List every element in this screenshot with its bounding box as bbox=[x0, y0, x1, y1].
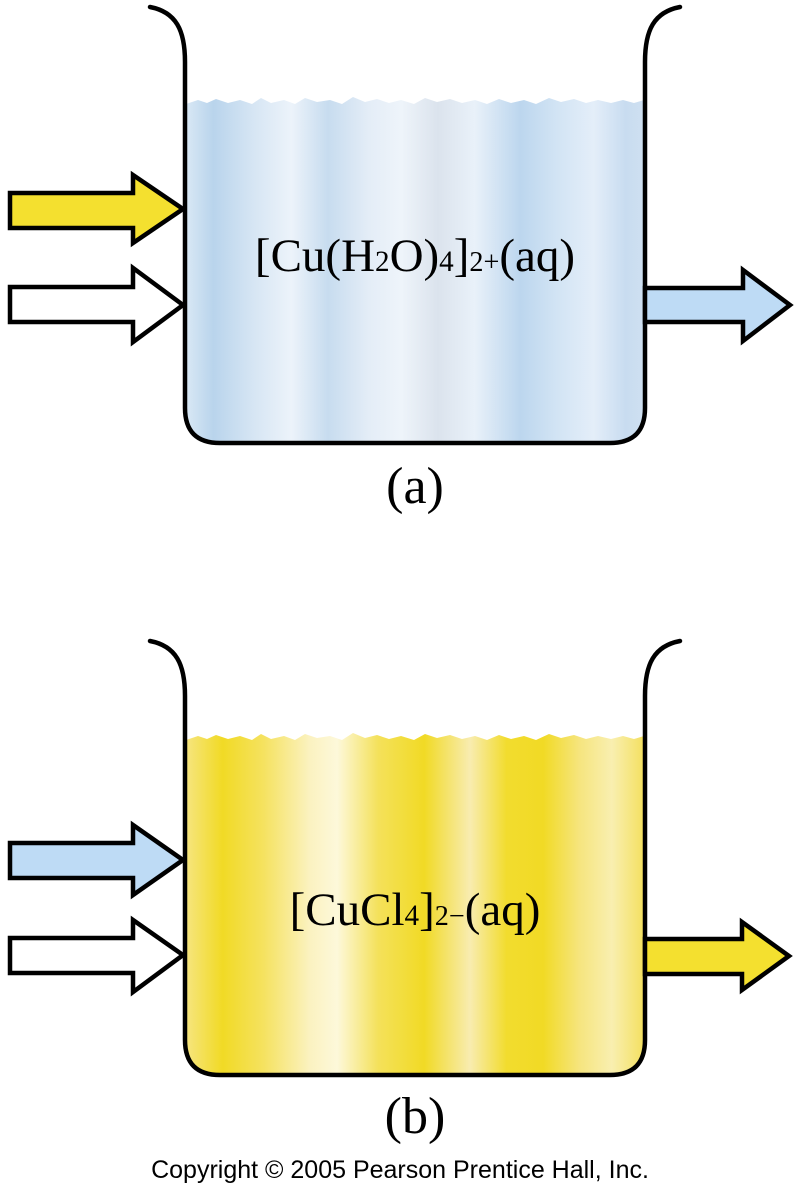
caption-a: (a) bbox=[386, 458, 444, 515]
outflow-arrow-blue-a bbox=[642, 265, 794, 346]
formula-a-seg3: ] bbox=[453, 230, 470, 282]
formula-b-charge: 2− bbox=[434, 901, 465, 932]
formula-b-seg1: [CuCl bbox=[289, 884, 405, 936]
formula-a-sub2: 4 bbox=[439, 246, 454, 278]
panel-a-group bbox=[7, 4, 794, 446]
solution-label-a: [Cu(H2O)4]2+(aq) bbox=[185, 230, 645, 282]
outflow-arrow-yellow-b bbox=[642, 917, 793, 995]
beaker-b-outline bbox=[147, 638, 683, 1078]
inflow-arrow-white-a bbox=[7, 263, 187, 347]
inflow-arrow-white-b bbox=[7, 915, 187, 997]
caption-b: (b) bbox=[384, 1088, 446, 1145]
formula-a-seg4: (aq) bbox=[499, 230, 576, 282]
formula-a-seg2: O) bbox=[389, 230, 440, 282]
formula-a-seg1: [Cu(H bbox=[254, 230, 376, 282]
formula-a-charge: 2+ bbox=[469, 247, 500, 278]
formula-b-sub1: 4 bbox=[404, 900, 420, 932]
formula-b-seg3: (aq) bbox=[464, 884, 541, 936]
liquid-a bbox=[186, 97, 644, 442]
copyright-text: Copyright © 2005 Pearson Prentice Hall, … bbox=[151, 1156, 649, 1184]
formula-a-sub1: 2 bbox=[375, 246, 390, 278]
inflow-arrow-yellow-a bbox=[7, 170, 188, 248]
formula-b-seg2: ] bbox=[419, 884, 435, 936]
inflow-arrow-blue-b bbox=[7, 820, 187, 900]
beaker-a-outline bbox=[147, 4, 683, 446]
solution-label-b: [CuCl4]2−(aq) bbox=[185, 884, 645, 936]
liquid-b bbox=[186, 733, 644, 1074]
panel-b-group bbox=[7, 638, 793, 1078]
